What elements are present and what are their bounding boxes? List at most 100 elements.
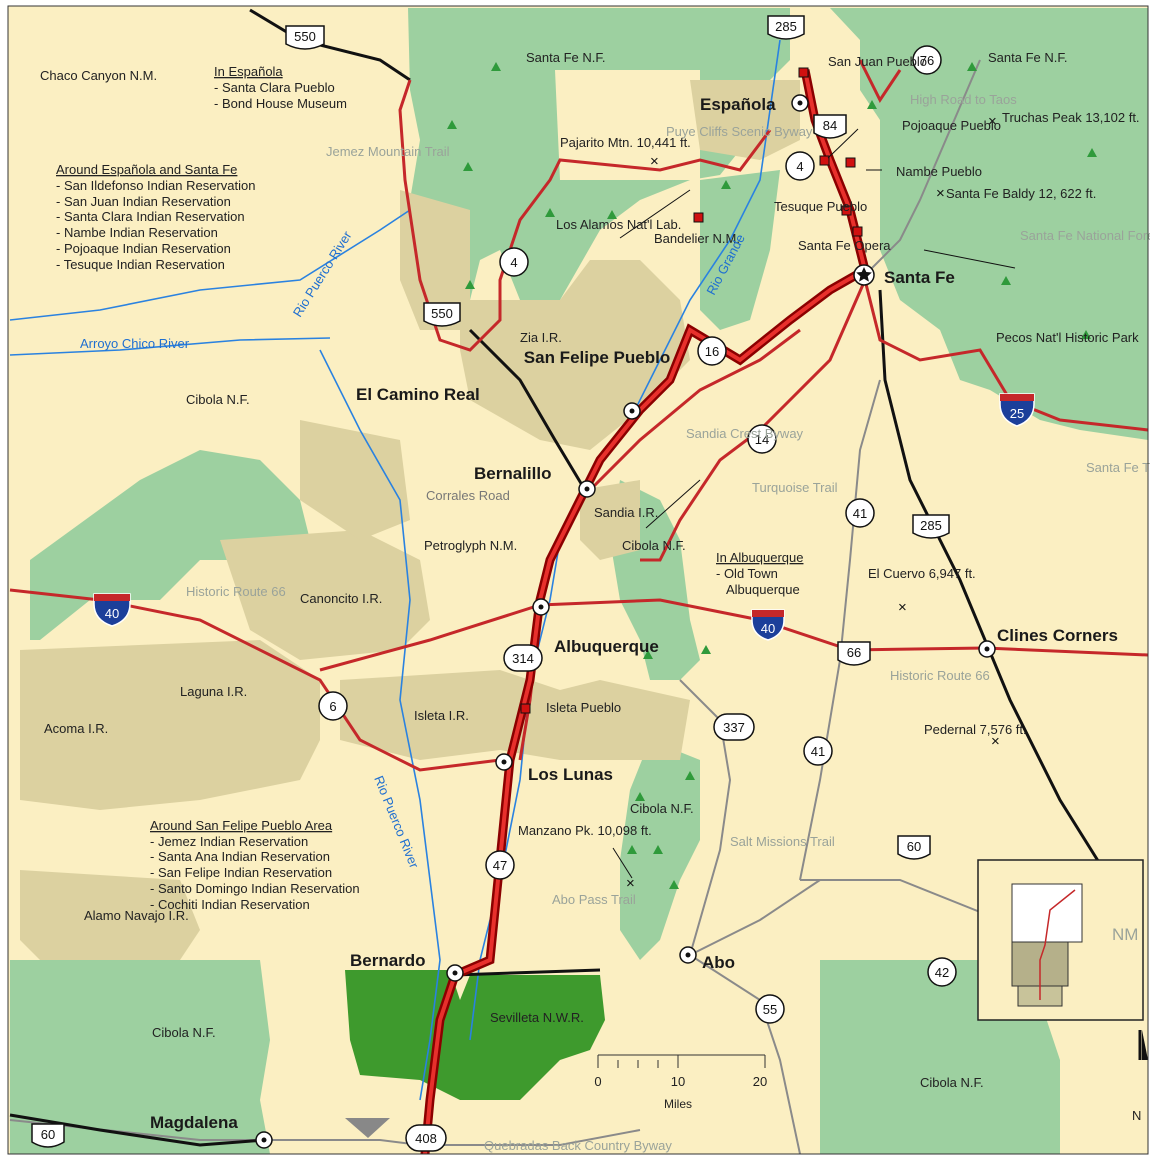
san-felipe-label: San Felipe Pueblo <box>524 348 670 367</box>
manzano-peak-label: Manzano Pk. 10,098 ft. <box>518 823 652 838</box>
san-juan-pueblo-label: San Juan Pueblo <box>828 54 927 69</box>
sf-nf-byway-label: Santa Fe National Forest Scenic Byway <box>1020 228 1150 243</box>
route66-west-label: Historic Route 66 <box>186 584 286 599</box>
bernalillo-label: Bernalillo <box>474 464 551 483</box>
north-label: N <box>1132 1108 1141 1123</box>
svg-text:×: × <box>991 733 1000 750</box>
direction-arrow-icon <box>345 1118 390 1138</box>
clines-corners-label: Clines Corners <box>997 626 1118 645</box>
around-espanola-title: Around Española and Santa Fe <box>56 162 237 177</box>
capital-star-icon <box>856 267 872 282</box>
los-alamos-label: Los Alamos Nat'l Lab. <box>556 217 681 232</box>
place-labels: San Juan Pueblo Pojoaque Pueblo Nambe Pu… <box>426 54 1140 838</box>
cibola-nf-sandia-label: Cibola N.F. <box>622 538 686 553</box>
interstate-shields: 40 40 25 <box>93 393 1035 641</box>
byway-labels: High Road to Taos Puye Cliffs Scenic Byw… <box>186 92 1150 1153</box>
santa-fe-nf-east-label: Santa Fe N.F. <box>988 50 1067 65</box>
sevilleta-label: Sevilleta N.W.R. <box>490 1010 584 1025</box>
scale-unit: Miles <box>664 1097 692 1111</box>
nm-inset-map: NM <box>977 859 1144 1021</box>
abo-pass-label: Abo Pass Trail <box>552 892 636 907</box>
svg-text:×: × <box>898 599 907 616</box>
svg-text:×: × <box>988 113 997 130</box>
state-route-shields: 76 4 4 16 14 41 314 6 337 41 47 42 55 40… <box>318 45 957 1152</box>
quebradas-label: Quebradas Back Country Byway <box>484 1138 672 1153</box>
jemez-trail-label: Jemez Mountain Trail <box>326 144 450 159</box>
corrales-road-label: Corrales Road <box>426 488 510 503</box>
leader-lines <box>612 128 1016 879</box>
isleta-pueblo-label: Isleta Pueblo <box>546 700 621 715</box>
santa-fe-label: Santa Fe <box>884 268 955 287</box>
us60-east-shield: 60 <box>907 839 921 854</box>
peak-markers: ××× ××× <box>626 113 1000 892</box>
scale-bar: 0 10 20 Miles <box>594 1054 767 1111</box>
pueblo-markers <box>520 67 863 714</box>
santa-fe-trail-label: Santa Fe Trail <box>1086 460 1150 475</box>
around-item-4: - Nambe Indian Reservation <box>56 225 218 240</box>
zia-ir-label: Zia I.R. <box>520 330 562 345</box>
us550-north-shield: 550 <box>294 29 316 44</box>
turquoise-trail-label: Turquoise Trail <box>752 480 838 495</box>
san-felipe-list-title: Around San Felipe Pueblo Area <box>150 818 333 833</box>
laguna-ir-label: Laguna I.R. <box>180 684 247 699</box>
forest-tree-icons <box>447 62 1097 889</box>
city-markers <box>255 94 996 1149</box>
scale-tick-10: 10 <box>671 1074 685 1089</box>
san-felipe-item-4: - Santo Domingo Indian Reservation <box>150 881 360 896</box>
us60-west-shield: 60 <box>41 1127 55 1142</box>
scale-tick-20: 20 <box>753 1074 767 1089</box>
us285-north-shield: 285 <box>775 19 797 34</box>
san-felipe-item-5: - Cochiti Indian Reservation <box>150 897 310 912</box>
cibola-nf-southwest-label: Cibola N.F. <box>152 1025 216 1040</box>
around-item-3: - Santa Clara Indian Reservation <box>56 209 245 224</box>
svg-text:×: × <box>626 875 635 892</box>
bandelier-label: Bandelier N.M. <box>654 231 740 246</box>
puye-cliffs-label: Puye Cliffs Scenic Byway <box>666 124 813 139</box>
albuquerque-list-item-2: Albuquerque <box>726 582 800 597</box>
us84-shield: 84 <box>823 118 837 133</box>
map-border <box>7 5 1149 1155</box>
around-item-2: - San Juan Indian Reservation <box>56 194 231 209</box>
isleta-ir-label: Isleta I.R. <box>414 708 469 723</box>
around-item-5: - Pojoaque Indian Reservation <box>56 241 231 256</box>
salt-missions-label: Salt Missions Trail <box>730 834 835 849</box>
i40-east-shield: 40 <box>761 621 775 636</box>
scale-tick-0: 0 <box>594 1074 601 1089</box>
high-road-label: High Road to Taos <box>910 92 1017 107</box>
sevilleta-refuge-area <box>345 970 605 1100</box>
alamo-navajo-label: Alamo Navajo I.R. <box>84 908 189 923</box>
route66-east-label: Historic Route 66 <box>890 668 990 683</box>
albuquerque-list-title: In Albuquerque <box>716 550 803 565</box>
acoma-ir-label: Acoma I.R. <box>44 721 108 736</box>
abo-label: Abo <box>702 953 735 972</box>
nm4-north-shield: 4 <box>796 159 803 174</box>
tesuque-pueblo-label: Tesuque Pueblo <box>774 199 867 214</box>
nm42-shield: 42 <box>935 965 949 980</box>
svg-text:×: × <box>936 185 945 202</box>
el-cuervo-label: El Cuervo 6,947 ft. <box>868 566 976 581</box>
info-lists: In Española - Santa Clara Pueblo - Bond … <box>56 64 803 912</box>
cibola-nf-manzano-label: Cibola N.F. <box>630 801 694 816</box>
highways <box>9 8 1142 1147</box>
nm55-shield: 55 <box>763 1002 777 1017</box>
nm41-north-shield: 41 <box>853 506 867 521</box>
cibola-nf-southeast-label: Cibola N.F. <box>920 1075 984 1090</box>
cibola-nf-west-label: Cibola N.F. <box>186 392 250 407</box>
pedernal-label: Pedernal 7,576 ft. <box>924 722 1027 737</box>
canoncito-ir-label: Canoncito I.R. <box>300 591 382 606</box>
chaco-label: Chaco Canyon N.M. <box>40 68 157 83</box>
santa-fe-opera-label: Santa Fe Opera <box>798 238 891 253</box>
around-item-6: - Tesuque Indian Reservation <box>56 257 225 272</box>
el-camino-real-label: El Camino Real <box>356 385 480 404</box>
us550-south-shield: 550 <box>431 306 453 321</box>
scenic-byway-route <box>420 69 871 1155</box>
albuquerque-label: Albuquerque <box>554 637 659 656</box>
sandia-crest-label: Sandia Crest Byway <box>686 426 804 441</box>
nm76-shield: 76 <box>920 53 934 68</box>
espanola-list-item-1: - Santa Clara Pueblo <box>214 80 335 95</box>
arroyo-chico-label: Arroyo Chico River <box>80 336 190 351</box>
i40-west-shield: 40 <box>105 606 119 621</box>
north-arrow-icon <box>1142 1030 1148 1060</box>
nm337-shield: 337 <box>723 720 745 735</box>
